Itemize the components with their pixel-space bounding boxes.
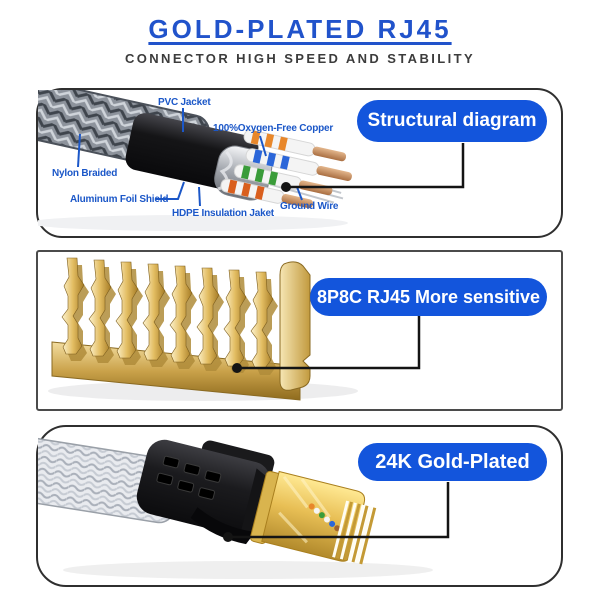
badge-structural-diagram: Structural diagram	[357, 100, 547, 142]
panel-structural-diagram: PVC Jacket 100%Oxygen-Free Copper Nylon …	[36, 88, 563, 238]
gold-connector-body	[249, 470, 377, 565]
panel-gold-connector: 24K Gold-Plated	[36, 425, 563, 587]
badge-24k-gold-plated: 24K Gold-Plated	[358, 443, 547, 481]
label-pvc-jacket: PVC Jacket	[158, 97, 211, 108]
page-subtitle: CONNECTOR HIGH SPEED AND STABILITY	[124, 51, 476, 66]
label-aluminum-foil-shield: Aluminum Foil Shield	[70, 194, 169, 205]
label-oxygen-free-copper: 100%Oxygen-Free Copper	[213, 123, 334, 134]
cable-structure-illustration	[38, 90, 352, 231]
page-title: GOLD-PLATED RJ45	[148, 14, 452, 44]
gold-pins-illustration	[48, 257, 358, 401]
label-ground-wire: Ground Wire	[280, 201, 339, 212]
label-hdpe-insulation: HDPE Insulation Jaket	[172, 208, 274, 219]
badge-8p8c-rj45: 8P8C RJ45 More sensitive	[310, 278, 547, 316]
label-nylon-braided: Nylon Braided	[52, 168, 118, 179]
panel-rj45-pins: 8P8C RJ45 More sensitive	[36, 250, 563, 411]
header: GOLD-PLATED RJ45 CONNECTOR HIGH SPEED AN…	[0, 0, 600, 66]
